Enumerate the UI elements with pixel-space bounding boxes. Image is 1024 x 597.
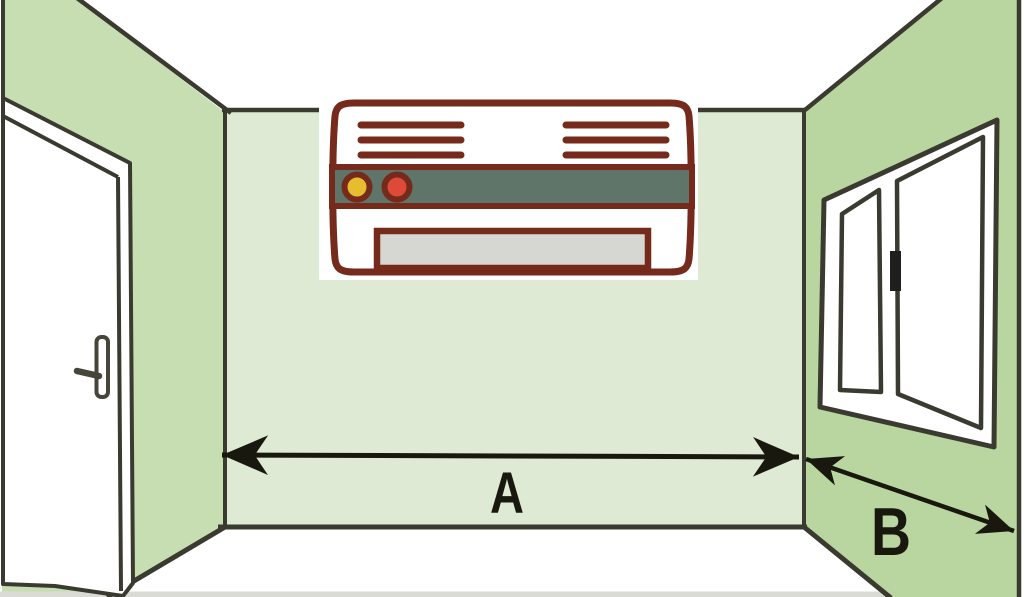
ac-vent-slats (357, 121, 670, 159)
door-leaf-top-line (2, 114, 119, 179)
door-handle-bar (94, 335, 110, 399)
dimension-arrow-b: B (805, 456, 1015, 570)
dimension-arrow-b-line (805, 456, 1015, 534)
dimension-arrow-a: A (221, 435, 800, 526)
floor-bottom-shadow (0, 591, 889, 597)
door-frame (1, 96, 135, 597)
air-conditioner (319, 95, 698, 280)
door-leaf-edge-line (116, 176, 123, 592)
window (817, 117, 1000, 450)
dimension-arrow-a-line (221, 435, 800, 477)
window-right-pane (894, 134, 986, 431)
ceiling-edge-left-line (75, 0, 233, 115)
ac-air-outlet (373, 227, 652, 272)
ac-indicator-red (381, 171, 413, 203)
right-floor-line (802, 525, 893, 597)
window-left-pane (837, 187, 884, 395)
ceiling-edge-right-line (803, 0, 944, 112)
dimension-label-a: A (490, 461, 524, 526)
floor (107, 527, 890, 597)
ac-indicator-yellow (341, 171, 373, 203)
door-handle-lever (73, 367, 103, 380)
window-handle (890, 251, 901, 291)
door (1, 96, 135, 597)
dimension-label-b: B (871, 494, 911, 570)
